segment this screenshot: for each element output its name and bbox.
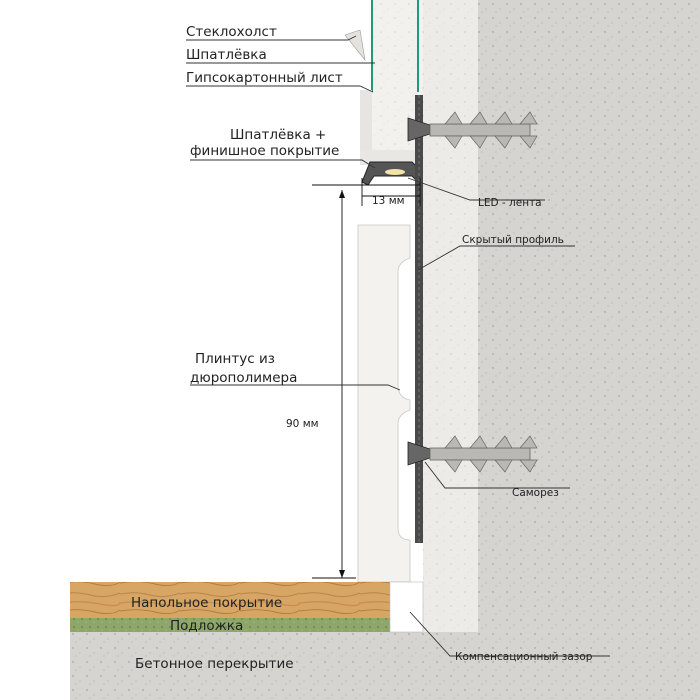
dimension-13 — [312, 178, 421, 206]
expansion-gap — [389, 581, 424, 633]
concrete-wall — [478, 0, 700, 632]
profile-top — [361, 161, 419, 186]
dowel-screw-icon — [407, 435, 538, 473]
plaster-layer — [423, 0, 478, 632]
putty-wedge — [360, 90, 372, 160]
dimension-90 — [312, 190, 356, 579]
dowel-screw-icon — [407, 111, 538, 149]
plinth-body — [357, 224, 411, 583]
led-tape — [385, 169, 405, 175]
concrete-slab — [70, 632, 700, 700]
putty-triangle — [344, 29, 366, 62]
floor-covering — [70, 582, 390, 618]
underlay — [70, 618, 390, 632]
